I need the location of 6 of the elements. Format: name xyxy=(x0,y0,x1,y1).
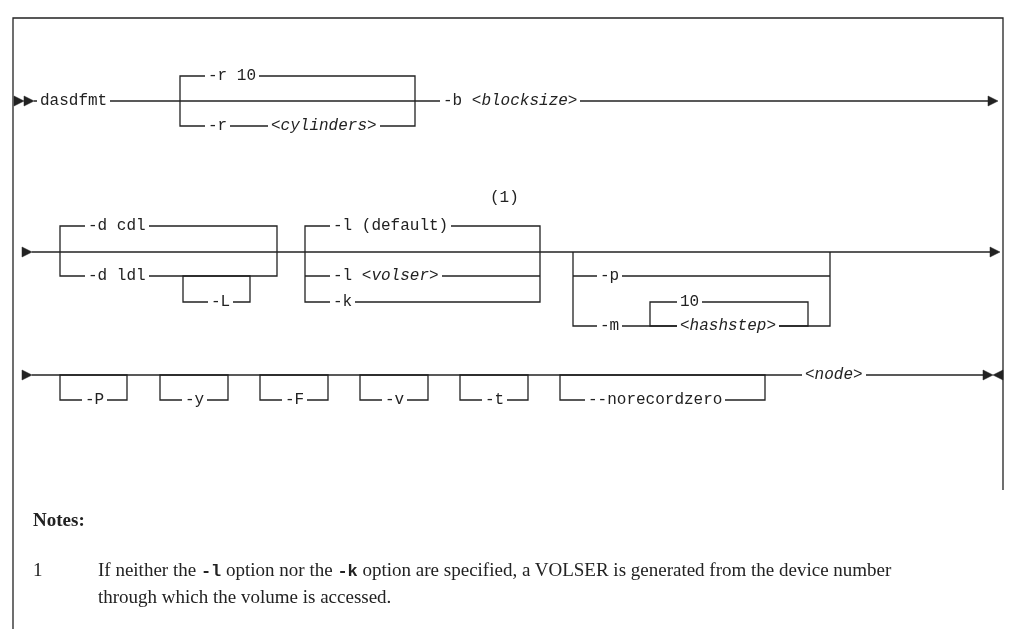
note-number: 1 xyxy=(32,558,44,582)
option-label: -l (default) xyxy=(330,217,452,235)
note-text: If neither the -l option nor the -k option are specified, a VOLSER is generated from the device number through which the volume is accessed. xyxy=(97,558,893,609)
parameter-label: <hashstep> xyxy=(677,317,779,335)
parameter-label: <cylinders> xyxy=(268,117,380,135)
notes-heading: Notes: xyxy=(32,508,86,532)
